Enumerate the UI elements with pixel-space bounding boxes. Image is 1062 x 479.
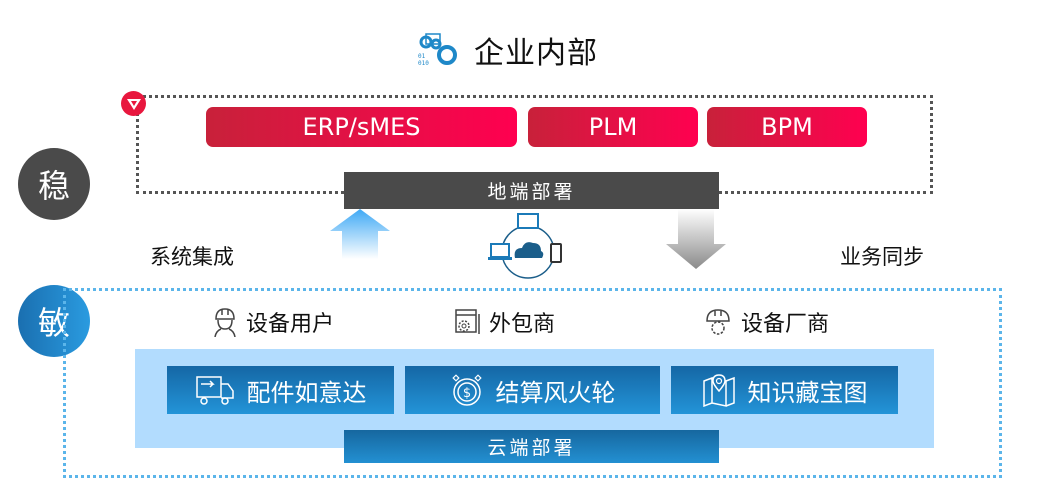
cloud-boundary — [63, 288, 1002, 478]
arrow-up-icon — [330, 209, 390, 259]
system-erp-smes[interactable]: ERP/sMES — [206, 107, 517, 147]
role-outsourcer: 外包商 — [453, 306, 555, 338]
section-title: 01 010 企业内部 — [416, 30, 598, 71]
app-parts-delivery[interactable]: 配件如意达 — [167, 366, 394, 414]
cloud-devices-icon — [488, 213, 562, 279]
svg-text:$: $ — [462, 386, 470, 401]
role-label: 设备厂商 — [741, 312, 830, 337]
worker-helmet-icon — [214, 308, 236, 337]
window-gear-icon — [455, 309, 480, 334]
map-pin-icon — [702, 374, 735, 407]
stopwatch-dollar-icon: $ — [451, 374, 482, 406]
flow-label-system-integration: 系统集成 — [150, 245, 234, 269]
app-label: 配件如意达 — [246, 378, 367, 407]
role-equipment-user: 设备用户 — [212, 306, 334, 338]
app-label: 结算风火轮 — [495, 378, 616, 407]
svg-text:010: 010 — [418, 60, 429, 67]
system-plm[interactable]: PLM — [528, 107, 698, 147]
gears-data-icon: 01 010 — [418, 33, 457, 67]
role-label: 设备用户 — [246, 312, 335, 337]
app-settlement[interactable]: $ 结算风火轮 — [405, 366, 660, 414]
app-label: 知识藏宝图 — [747, 378, 868, 407]
local-deployment-bar: 地端部署 — [344, 172, 719, 209]
arrow-down-icon — [666, 209, 726, 269]
helmet-gear-icon — [706, 309, 730, 335]
stable-badge: 稳 — [18, 148, 90, 220]
brand-logo-icon — [121, 91, 146, 116]
system-bpm[interactable]: BPM — [707, 107, 867, 147]
role-label: 外包商 — [489, 312, 556, 337]
delivery-truck-icon — [195, 376, 234, 405]
role-equipment-vendor: 设备厂商 — [703, 306, 829, 338]
flow-label-business-sync: 业务同步 — [840, 245, 924, 269]
title-text: 企业内部 — [474, 36, 598, 71]
cloud-deployment-bar: 云端部署 — [344, 430, 719, 463]
svg-text:01: 01 — [418, 53, 426, 60]
app-knowledge-map[interactable]: 知识藏宝图 — [671, 366, 898, 414]
